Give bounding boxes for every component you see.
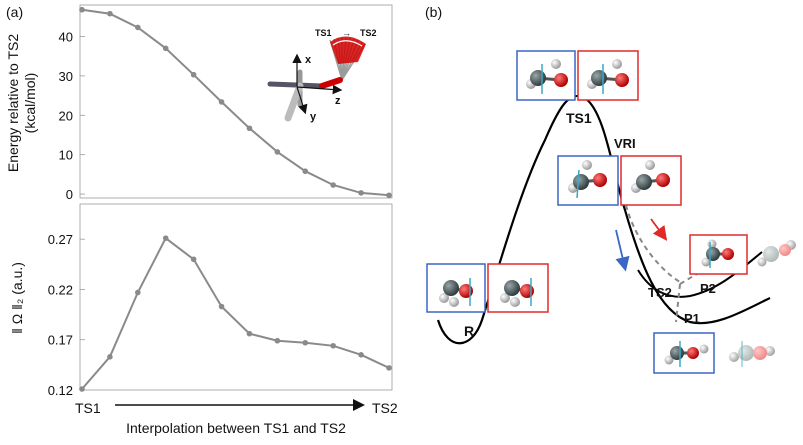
ts1-box-blue: [516, 50, 576, 101]
energy-data-point: [386, 192, 392, 199]
pes-label-p2: P2: [700, 281, 716, 296]
inset-axis-z: z: [335, 95, 341, 107]
pes-label-r: R: [464, 323, 474, 339]
omega-data-point: [358, 352, 364, 358]
red-path-arrow: [650, 218, 668, 241]
p2-box-red: [689, 234, 748, 275]
energy-data-point: [302, 168, 309, 175]
energy-ylabel-line1: Energy relative to TS2: [5, 34, 21, 172]
pes-label-p1: P1: [684, 311, 700, 326]
pes-label-ts2: TS2: [648, 285, 672, 300]
omega-chart-frame: [79, 203, 393, 391]
ts1-box-red: [577, 50, 639, 101]
omega-data-point: [190, 256, 197, 263]
xtick-ts1: TS1: [75, 400, 101, 416]
energy-data-point: [274, 149, 281, 155]
omega-data-point: [330, 342, 336, 349]
energy-data-point: [246, 125, 253, 132]
panel-b-label: (b): [425, 4, 442, 20]
pes-label-ts1: TS1: [566, 110, 592, 126]
omega-data-point: [274, 337, 281, 344]
inset-axis-x: x: [305, 54, 312, 66]
inset-molecule: x z y TS1 → TS2: [267, 28, 377, 123]
omega-ytick-label: 0.22: [48, 282, 73, 297]
energy-series-line: [81, 8, 390, 197]
pes-label-vri: VRI: [614, 136, 636, 151]
blue-path-arrow: [615, 229, 630, 272]
inset-ts-to: TS2: [360, 28, 377, 38]
omega-ylabel: ‖ Ω ‖₂ (a.u.): [9, 262, 25, 334]
molecules: [439, 59, 796, 367]
energy-ytick-label: 10: [59, 148, 73, 163]
omega-xlabel: Interpolation between TS1 and TS2: [126, 420, 346, 436]
energy-data-point: [190, 71, 197, 78]
energy-ytick-label: 20: [59, 108, 73, 123]
energy-data-point: [107, 10, 113, 17]
energy-ytick-label: 0: [66, 187, 73, 202]
energy-series: [79, 6, 392, 199]
omega-data-point: [302, 339, 309, 346]
omega-data-point: [218, 303, 225, 310]
energy-y-ticks: 0 10 20 30 40: [59, 30, 85, 202]
omega-data-point: [79, 386, 85, 392]
inset-ts-from: TS1: [315, 28, 332, 38]
panel-a-label: (a): [6, 4, 23, 20]
omega-data-point: [135, 289, 141, 296]
energy-data-point: [79, 6, 85, 13]
energy-data-point: [330, 182, 336, 188]
energy-ytick-label: 30: [59, 69, 73, 84]
inset-ts-arrow: →: [342, 28, 351, 38]
energy-ylabel-line2: (kcal/mol): [22, 73, 38, 134]
ts2-to-p1-dashed: [675, 283, 681, 323]
omega-series: [79, 235, 392, 392]
omega-ytick-label: 0.27: [48, 232, 73, 247]
omega-data-point: [107, 354, 113, 360]
omega-series-line: [81, 236, 390, 390]
energy-chart-frame: [79, 4, 393, 199]
omega-data-point: [246, 330, 253, 337]
energy-data-point: [162, 45, 169, 52]
energy-ytick-label: 40: [59, 30, 73, 45]
omega-y-ticks: 0.12 0.17 0.22 0.27: [48, 232, 85, 398]
energy-data-point: [358, 190, 364, 196]
energy-data-point: [135, 24, 141, 31]
xtick-ts2: TS2: [372, 400, 398, 416]
omega-ytick-label: 0.17: [48, 333, 73, 348]
omega-data-point: [162, 235, 169, 241]
vri-dashed-path: [625, 204, 681, 283]
omega-data-point: [386, 365, 392, 371]
energy-data-point: [218, 99, 225, 105]
inset-axis-y: y: [310, 111, 317, 123]
omega-ytick-label: 0.12: [48, 383, 73, 398]
